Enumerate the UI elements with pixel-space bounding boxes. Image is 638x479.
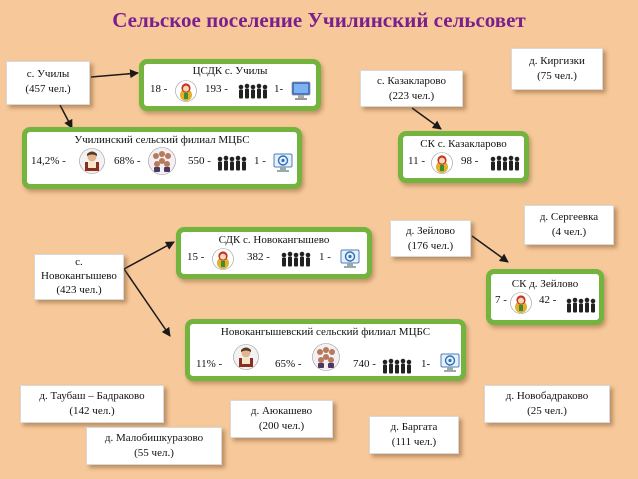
place-population: (200 чел.) — [258, 420, 305, 432]
internet-icon — [339, 248, 361, 270]
clubs-count: 7 - — [495, 294, 507, 306]
institution-title: СДК с. Новокангышево — [218, 234, 330, 246]
members-count: 382 - — [247, 251, 270, 263]
crowd-icon — [312, 343, 340, 371]
place-name: Новокангышево — [41, 270, 117, 282]
institution-sk-kazaklarovo: СК с. Казакларово 11 - 98 - — [398, 131, 529, 183]
internet-count: 1- — [421, 358, 431, 370]
internet-icon — [272, 152, 294, 174]
members-count: 193 - — [205, 83, 228, 95]
place-population: (176 чел.) — [407, 240, 454, 252]
people-group-icon — [216, 153, 250, 173]
place-name: д. Аюкашево — [250, 405, 313, 417]
crowd-icon — [148, 147, 176, 175]
arrow-zeilovo-sk — [471, 235, 509, 263]
place-name: д. Малобишкуразово — [104, 432, 204, 444]
place-population: (75 чел.) — [537, 70, 577, 82]
institution-title: СК д. Зейлово — [511, 278, 579, 290]
institution-title: ЦСДК с. Училы — [192, 65, 268, 77]
place-sergeevka: д. Сергеевка (4 чел.) — [524, 205, 614, 245]
people-group-icon — [381, 356, 415, 376]
place-uchili: с. Училы (457 чел.) — [6, 61, 90, 105]
readers-count: 740 - — [353, 358, 376, 370]
reader-icon — [233, 344, 259, 370]
place-kazaklarovo: с. Казакларово (223 чел.) — [360, 70, 463, 107]
place-population: (55 чел.) — [134, 447, 174, 459]
arrow-novokangyshevo-sdk — [123, 241, 175, 270]
doll-icon — [510, 292, 532, 314]
institution-title: Новокангышевский сельский филиал МЦБС — [220, 326, 431, 338]
readers-percent: 68% - — [114, 155, 141, 167]
institution-title: СК с. Казакларово — [420, 138, 507, 150]
internet-count: 1 - — [319, 251, 331, 263]
doll-icon — [212, 248, 234, 270]
place-aukashevo: д. Аюкашево (200 чел.) — [230, 400, 333, 438]
place-malobishkurazovo: д. Малобишкуразово (55 чел.) — [86, 427, 222, 465]
place-population: (4 чел.) — [551, 226, 587, 238]
computers-count: 1- — [274, 83, 284, 95]
computer-icon — [290, 80, 312, 102]
place-population: (423 чел.) — [56, 284, 102, 296]
arrow-novokangyshevo-filial — [123, 268, 171, 337]
place-name: д. Баргата — [390, 421, 438, 433]
institution-filial-novokangyshevo: Новокангышевский сельский филиал МЦБС 11… — [185, 319, 466, 381]
clubs-count: 11 - — [408, 155, 426, 167]
clubs-count: 15 - — [187, 251, 205, 263]
people-group-icon — [489, 153, 523, 173]
people-group-icon — [565, 295, 599, 315]
institution-tsdk-uchili: ЦСДК с. Училы 18 - 193 - 1- — [139, 59, 321, 111]
place-population: (457 чел.) — [25, 83, 71, 95]
arrow-uchili-tsdk — [90, 69, 139, 79]
people-group-icon — [280, 249, 314, 269]
place-kirgizki: д. Киргизки (75 чел.) — [511, 48, 603, 90]
place-bargata: д. Баргата (111 чел.) — [369, 416, 459, 454]
doll-icon — [431, 152, 453, 174]
place-name: с. Училы — [26, 68, 70, 80]
place-name: д. Сергеевка — [539, 211, 599, 223]
place-novobadrakovo: д. Новобадраково (25 чел.) — [484, 385, 610, 423]
institution-title: Училинский сельский филиал МЦБС — [74, 134, 250, 146]
place-population: (111 чел.) — [391, 436, 437, 448]
page-title: Сельское поселение Училинский сельсовет — [112, 8, 526, 32]
readers-count: 550 - — [188, 155, 211, 167]
place-name: д. Зейлово — [406, 225, 455, 237]
clubs-count: 18 - — [150, 83, 168, 95]
place-zeilovo: д. Зейлово (176 чел.) — [390, 220, 471, 257]
coverage-percent: 14,2% - — [31, 155, 66, 167]
arrow-kazaklarovo-sk — [411, 107, 442, 130]
members-count: 98 - — [461, 155, 479, 167]
place-taubash: д. Таубаш – Бадраково (142 чел.) — [20, 385, 164, 423]
arrow-uchili-filial — [59, 104, 73, 129]
internet-icon — [439, 352, 461, 374]
place-population: (142 чел.) — [69, 405, 115, 417]
place-name: с. Казакларово — [376, 75, 447, 87]
people-group-icon — [237, 81, 271, 101]
place-name: д. Киргизки — [529, 55, 585, 67]
reader-icon — [79, 148, 105, 174]
institution-filial-uchili: Училинский сельский филиал МЦБС 14,2% - … — [22, 127, 302, 189]
members-count: 42 - — [539, 294, 557, 306]
place-name: с. — [75, 256, 83, 268]
place-population: (223 чел.) — [388, 90, 435, 102]
institution-sk-zeilovo: СК д. Зейлово 7 - 42 - — [486, 269, 604, 325]
place-name: д. Таубаш – Бадраково — [39, 390, 145, 402]
coverage-percent: 11% - — [196, 358, 223, 370]
place-novokangyshevo: с. Новокангышево (423 чел.) — [34, 254, 124, 300]
internet-count: 1 - — [254, 155, 266, 167]
doll-icon — [175, 80, 197, 102]
place-name: д. Новобадраково — [505, 390, 589, 402]
institution-sdk-novokangyshevo: СДК с. Новокангышево 15 - 382 - 1 - — [176, 227, 372, 279]
place-population: (25 чел.) — [527, 405, 567, 417]
readers-percent: 65% - — [275, 358, 302, 370]
